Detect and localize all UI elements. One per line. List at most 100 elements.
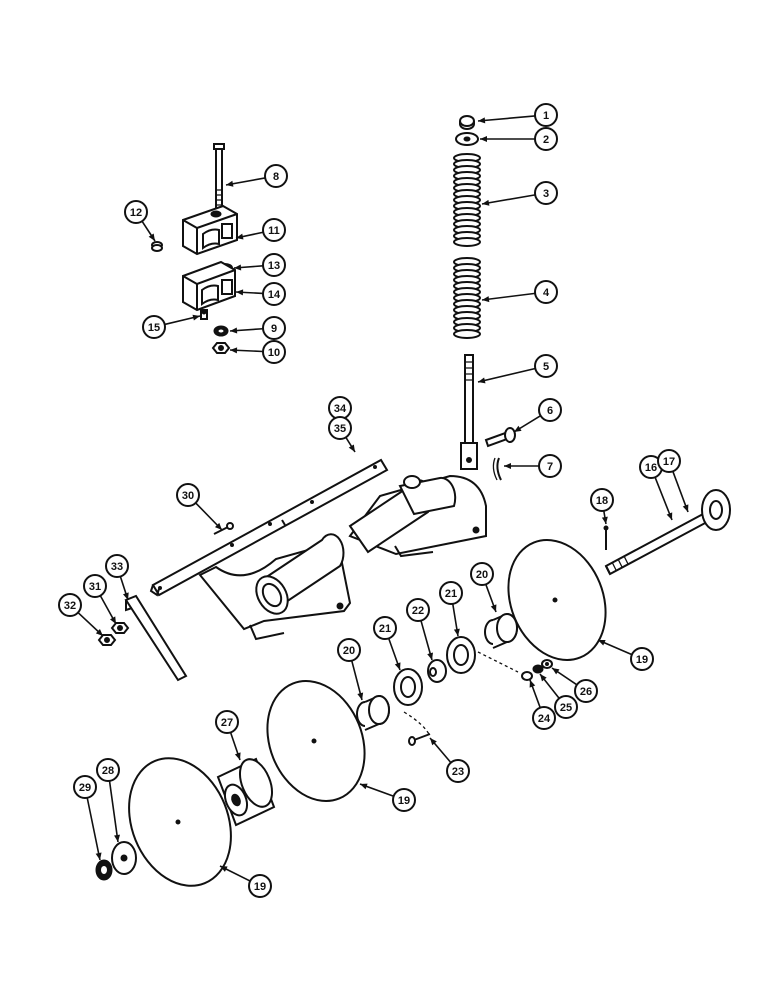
part-spring-upper	[453, 153, 481, 247]
part-scraper-33	[124, 594, 188, 682]
callout-6: 6	[538, 398, 562, 422]
callout-circle	[83, 574, 107, 598]
callout-circle	[176, 483, 200, 507]
leader-line-17	[672, 471, 689, 513]
callout-number: 19	[398, 795, 410, 807]
callout-15: 15	[142, 315, 166, 339]
leader-arrow-15	[192, 314, 200, 321]
callout-31: 31	[83, 574, 107, 598]
callout-19: 19	[248, 874, 272, 898]
callout-circle	[142, 315, 166, 339]
callout-number: 32	[64, 600, 76, 612]
callout-21: 21	[439, 581, 463, 605]
callout-26: 26	[574, 679, 598, 703]
part-bolt-23	[403, 711, 431, 746]
leader-arrow-9	[230, 327, 238, 334]
callout-number: 6	[547, 405, 553, 417]
part-nut-32	[97, 634, 117, 646]
callout-number: 28	[102, 765, 114, 777]
callout-8: 8	[264, 164, 288, 188]
part-tube-rear	[348, 475, 457, 554]
leader-line-16	[654, 476, 673, 521]
part-spring-rod	[460, 354, 478, 470]
leader-arrow-17	[682, 504, 689, 512]
callout-circle	[554, 695, 578, 719]
part-pin-18	[603, 525, 609, 550]
leader-arrow-3	[482, 199, 490, 206]
callout-30: 30	[176, 483, 200, 507]
callout-circle	[657, 449, 681, 473]
leader-arrow-21	[453, 628, 460, 636]
callout-7: 7	[538, 454, 562, 478]
callout-34: 34	[328, 396, 352, 420]
callout-20: 20	[470, 562, 494, 586]
part-cotter-pin	[492, 457, 502, 481]
part-clamp-lower	[182, 260, 236, 312]
callout-13: 13	[262, 253, 286, 277]
leader-arrow-10	[230, 347, 238, 354]
callout-circle	[262, 340, 286, 364]
callout-number: 22	[412, 605, 424, 617]
part-nut-31	[110, 622, 130, 634]
callout-27: 27	[215, 710, 239, 734]
part-washer-28	[111, 841, 137, 875]
part-bar-frame	[149, 458, 389, 597]
callout-circle	[439, 581, 463, 605]
leader-arrow-19	[360, 783, 368, 790]
leader-arrow-31	[109, 616, 116, 624]
callout-18: 18	[590, 488, 614, 512]
callout-5: 5	[534, 354, 558, 378]
callout-number: 8	[273, 171, 279, 183]
callout-circle	[373, 616, 397, 640]
part-nut-top	[459, 115, 475, 130]
callout-circle	[215, 710, 239, 734]
callout-circle	[262, 316, 286, 340]
callout-number: 2	[543, 134, 549, 146]
leader-arrow-1	[478, 117, 486, 124]
callout-10: 10	[262, 340, 286, 364]
callout-number: 9	[271, 323, 277, 335]
leader-arrow-30	[214, 522, 222, 530]
part-disc-middle	[266, 679, 366, 803]
callout-23: 23	[446, 759, 470, 783]
callout-12: 12	[124, 200, 148, 224]
part-bearing-21-front	[393, 668, 423, 706]
callout-32: 32	[58, 593, 82, 617]
leader-line-28	[108, 780, 119, 843]
callout-number: 21	[445, 588, 457, 600]
part-nut-clamp	[211, 342, 231, 354]
callout-28: 28	[96, 758, 120, 782]
callout-circle	[392, 788, 416, 812]
callout-3: 3	[534, 181, 558, 205]
callout-circle	[590, 488, 614, 512]
callout-circle	[470, 562, 494, 586]
part-washer-clamp	[151, 241, 163, 252]
callout-number: 16	[645, 462, 657, 474]
leader-arrow-4	[482, 296, 490, 303]
callout-24: 24	[532, 706, 556, 730]
part-spool-27	[216, 757, 276, 827]
leader-lines	[77, 115, 689, 882]
leader-arrow-5	[478, 377, 486, 384]
callout-number: 4	[543, 287, 550, 299]
callout-number: 24	[538, 713, 551, 725]
callout-circle	[538, 398, 562, 422]
leader-arrow-16	[666, 512, 673, 520]
leader-line-1	[477, 115, 536, 122]
callout-number: 30	[182, 490, 194, 502]
leader-arrow-23	[430, 738, 437, 746]
callout-number: 34	[334, 403, 347, 415]
leader-line-29	[86, 797, 101, 861]
callout-circle	[262, 253, 286, 277]
part-disc-rear	[507, 538, 607, 662]
axis-line	[477, 651, 519, 673]
part-spring-lower	[453, 257, 481, 339]
callout-number: 20	[476, 569, 488, 581]
callout-number: 3	[543, 188, 549, 200]
callout-circle	[532, 706, 556, 730]
leader-arrow-19	[598, 640, 606, 646]
leader-arrow-6	[514, 425, 522, 432]
callout-number: 23	[452, 766, 464, 778]
callout-number: 7	[547, 461, 553, 473]
